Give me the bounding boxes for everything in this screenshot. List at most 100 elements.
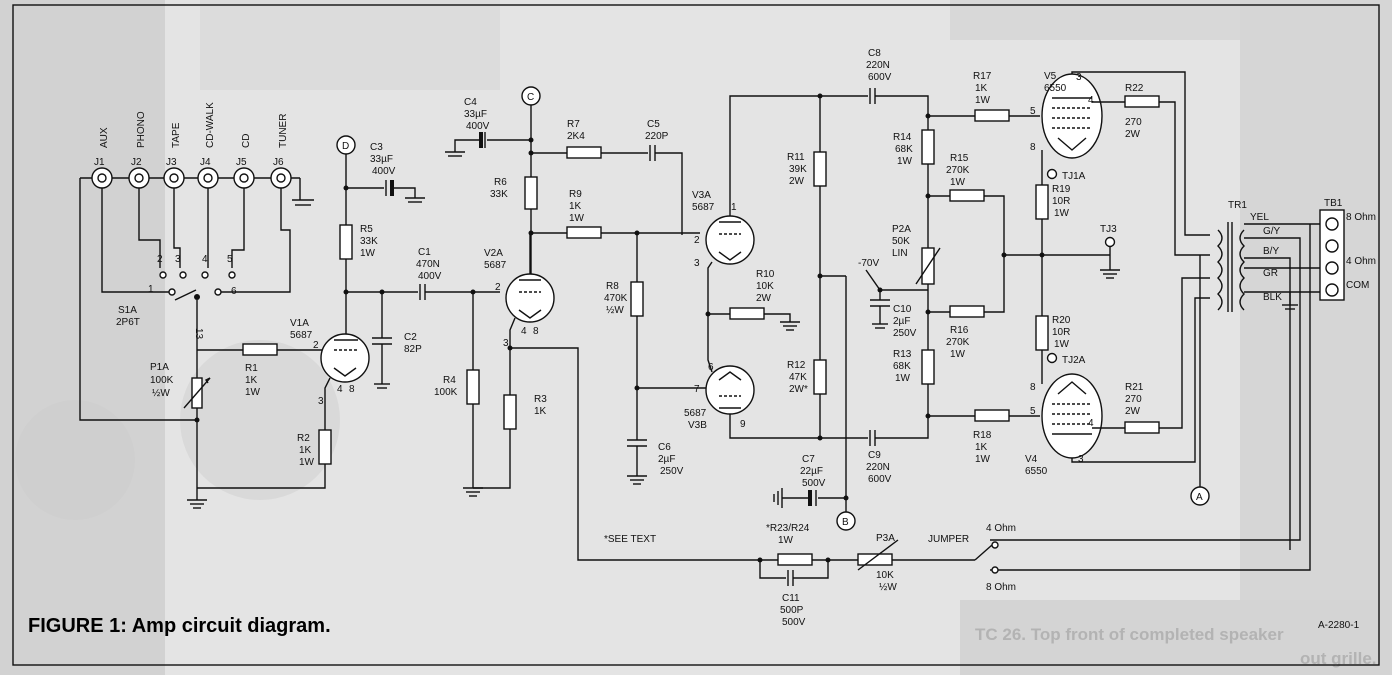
v1a-pin8: 8 <box>349 384 355 395</box>
stage-v2a: R4 100K V2A 5687 2 3 4 8 R3 1K R6 33K <box>434 86 760 561</box>
c6-value: 2µF <box>658 454 675 465</box>
v5-pin4: 4 <box>1088 95 1094 106</box>
r6-value: 33K <box>490 189 508 200</box>
r14-ref: R14 <box>893 132 912 143</box>
c8-value: 220N <box>866 60 890 71</box>
sw-pos-3: 3 <box>175 254 181 265</box>
r22-body <box>1124 95 1160 108</box>
v3a-pin1: 1 <box>731 202 737 213</box>
r6-ref: R6 <box>494 177 507 188</box>
v1a-tube <box>320 333 370 383</box>
v2a-tube <box>505 273 555 323</box>
r22-value: 270 <box>1125 117 1142 128</box>
v5-type: 6550 <box>1044 83 1067 94</box>
r7-ref: R7 <box>567 119 580 130</box>
v3b-type: 5687 <box>684 408 707 419</box>
node-c-label: C <box>527 92 534 103</box>
r6-body <box>524 176 538 210</box>
v2a-pin8: 8 <box>533 326 539 337</box>
p2a-rating: LIN <box>892 248 908 259</box>
v4-tube <box>1041 373 1103 459</box>
v4-ref: V4 <box>1025 454 1038 465</box>
r16-value: 270K <box>946 337 970 348</box>
v3b-pin7: 7 <box>694 384 700 395</box>
c1-ref: C1 <box>418 247 431 258</box>
c2-ref: C2 <box>404 332 417 343</box>
r20-rating: 1W <box>1054 339 1070 350</box>
r8-ref: R8 <box>606 281 619 292</box>
jack-j3: J3 TAPE <box>163 122 185 189</box>
selector-switch: 2 3 4 5 1 6 13 S1A 2P6T <box>101 188 291 378</box>
r16-rating: 1W <box>950 349 966 360</box>
lead-gy: G/Y <box>1263 226 1281 237</box>
stage-v1a: P1A 100K ½W R1 1K 1W V1A 5687 2 3 4 8 R2… <box>79 178 370 509</box>
r4-ref: R4 <box>443 375 456 386</box>
jumper-label: JUMPER <box>928 534 969 545</box>
v3a-ref: V3A <box>692 190 711 201</box>
output-stage: R17 1K 1W R18 1K 1W V5 6550 3 4 5 8 R22 … <box>973 71 1210 506</box>
r13-rating: 1W <box>895 373 911 384</box>
r9-rating: 1W <box>569 213 585 224</box>
r5-body <box>339 224 353 260</box>
r7-body <box>566 146 602 159</box>
terminal-com: COM <box>1346 280 1369 291</box>
r17-ref: R17 <box>973 71 992 82</box>
v4-pin3: 3 <box>1078 454 1084 465</box>
c1-value: 470N <box>416 259 440 270</box>
jack-tuner-label: TUNER <box>278 114 289 148</box>
jack-j6: J6 TUNER <box>270 114 292 189</box>
r2-ref: R2 <box>297 433 310 444</box>
r14-rating: 1W <box>897 156 913 167</box>
c5-value: 220P <box>645 131 669 142</box>
stage-v3: V3A 5687 1 2 3 R10 10K 2W 6 7 9 5687 V3B <box>637 95 868 439</box>
sw-pos-2: 2 <box>157 254 163 265</box>
v4-pin8: 8 <box>1030 382 1036 393</box>
p2a-value: 50K <box>892 236 910 247</box>
c7-value: 22µF <box>800 466 823 477</box>
v3a-tube <box>705 215 755 265</box>
r8-rating: ½W <box>606 305 624 316</box>
c3-ref: C3 <box>370 142 383 153</box>
c7-rating: 500V <box>802 478 826 489</box>
sw-ref: S1A <box>118 305 137 316</box>
c6-rating: 250V <box>660 466 684 477</box>
v2a-pin2: 2 <box>495 282 501 293</box>
p1a-value: 100K <box>150 375 174 386</box>
c9-value: 220N <box>866 462 890 473</box>
lead-gr: GR <box>1263 268 1278 279</box>
node-a <box>1190 486 1210 506</box>
v4-type: 6550 <box>1025 466 1048 477</box>
c1-rating: 400V <box>418 271 442 282</box>
r10-ref: R10 <box>756 269 775 280</box>
v5-pin3: 3 <box>1076 72 1082 83</box>
r15-rating: 1W <box>950 177 966 188</box>
r11-rating: 2W <box>789 176 805 187</box>
v3a-pin2: 2 <box>694 235 700 246</box>
r12-body <box>813 359 827 395</box>
lead-yel: YEL <box>1250 212 1269 223</box>
v1a-pin3: 3 <box>318 396 324 407</box>
sw-pin-13: 13 <box>193 328 204 340</box>
r9-value: 1K <box>569 201 582 212</box>
jack-j2: J2 PHONO <box>128 111 150 189</box>
r23-ref: *R23/R24 <box>766 523 810 534</box>
r18-ref: R18 <box>973 430 992 441</box>
node-d-label: D <box>342 141 349 152</box>
v1a-pin4: 4 <box>337 384 343 395</box>
tj2a-test-point <box>1046 352 1058 364</box>
sw-pos-6: 6 <box>231 286 237 297</box>
tb1-ref: TB1 <box>1324 198 1343 209</box>
jumper-8-ohm: 8 Ohm <box>986 582 1016 593</box>
tj1a-ref: TJ1A <box>1062 171 1086 182</box>
figure-border <box>12 4 1380 666</box>
r21-ref: R21 <box>1125 382 1144 393</box>
c5-ref: C5 <box>647 119 660 130</box>
r19-rating: 1W <box>1054 208 1070 219</box>
v4-pin4: 4 <box>1088 418 1094 429</box>
sw-pos-4: 4 <box>202 254 208 265</box>
jack-cd-walk-label: CD-WALK <box>205 102 216 148</box>
node-b <box>836 511 856 531</box>
p3a-ref: P3A <box>876 533 895 544</box>
